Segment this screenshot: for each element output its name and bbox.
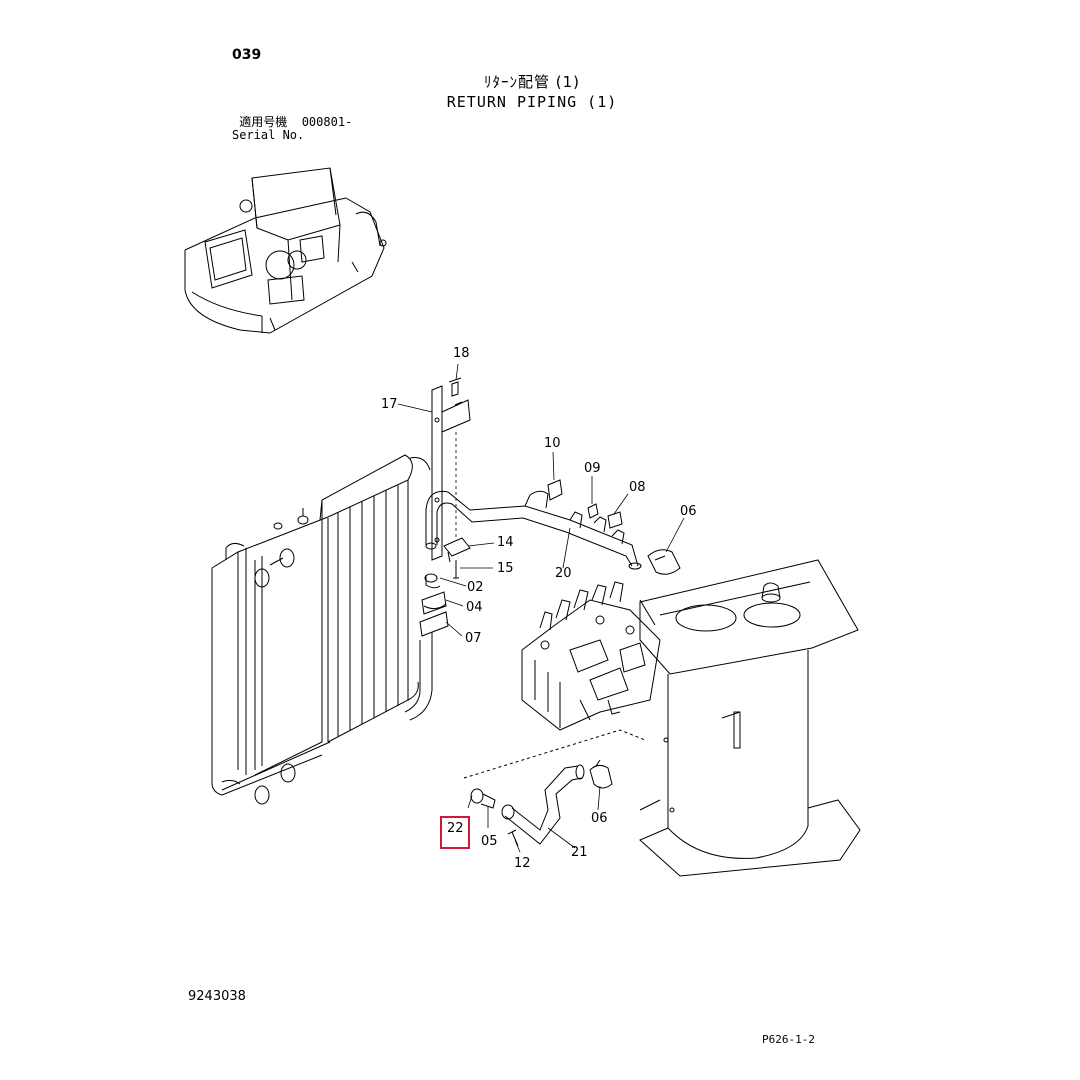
machine-overview-inset <box>184 167 387 334</box>
page-reference: P626-1-2 <box>762 1033 815 1046</box>
callout-04: 04 <box>466 600 483 615</box>
page-number: 039 <box>232 47 262 63</box>
callout-20: 20 <box>555 566 572 581</box>
callout-22: 22 <box>447 821 464 836</box>
highlight-box-22 <box>440 816 470 849</box>
control-valve <box>521 581 661 731</box>
figure-number: 9243038 <box>188 989 246 1004</box>
title-japanese: ﾘﾀｰﾝ配管 (1) <box>483 73 581 91</box>
callout-06-lower: 06 <box>591 811 608 826</box>
callout-17: 17 <box>381 397 398 412</box>
serial-value: 000801- <box>301 115 353 129</box>
callout-10: 10 <box>544 436 561 451</box>
hydraulic-tank <box>639 559 861 877</box>
leader-lines <box>397 363 685 853</box>
callout-21: 21 <box>571 845 588 860</box>
callout-02: 02 <box>467 580 484 595</box>
pipe-20 <box>425 479 681 579</box>
callout-18: 18 <box>453 346 470 361</box>
callout-14: 14 <box>497 535 514 550</box>
callout-12: 12 <box>514 856 531 871</box>
serial-info: 適用号機 000801- Serial No. <box>232 116 352 142</box>
serial-label-jp: 適用号機 <box>239 115 288 129</box>
callout-08: 08 <box>629 480 646 495</box>
callout-06-upper: 06 <box>680 504 697 519</box>
serial-label-en: Serial No. <box>232 128 305 142</box>
hose-vertical <box>404 573 449 721</box>
callout-15: 15 <box>497 561 514 576</box>
bracket-17 <box>431 377 471 561</box>
title-english: RETURN PIPING (1) <box>446 93 618 111</box>
callout-07: 07 <box>465 631 482 646</box>
radiator <box>211 454 431 805</box>
callout-09: 09 <box>584 461 601 476</box>
pipe-21 <box>463 729 646 847</box>
callout-05: 05 <box>481 834 498 849</box>
serial-row-jp: 適用号機 000801- <box>232 116 352 129</box>
